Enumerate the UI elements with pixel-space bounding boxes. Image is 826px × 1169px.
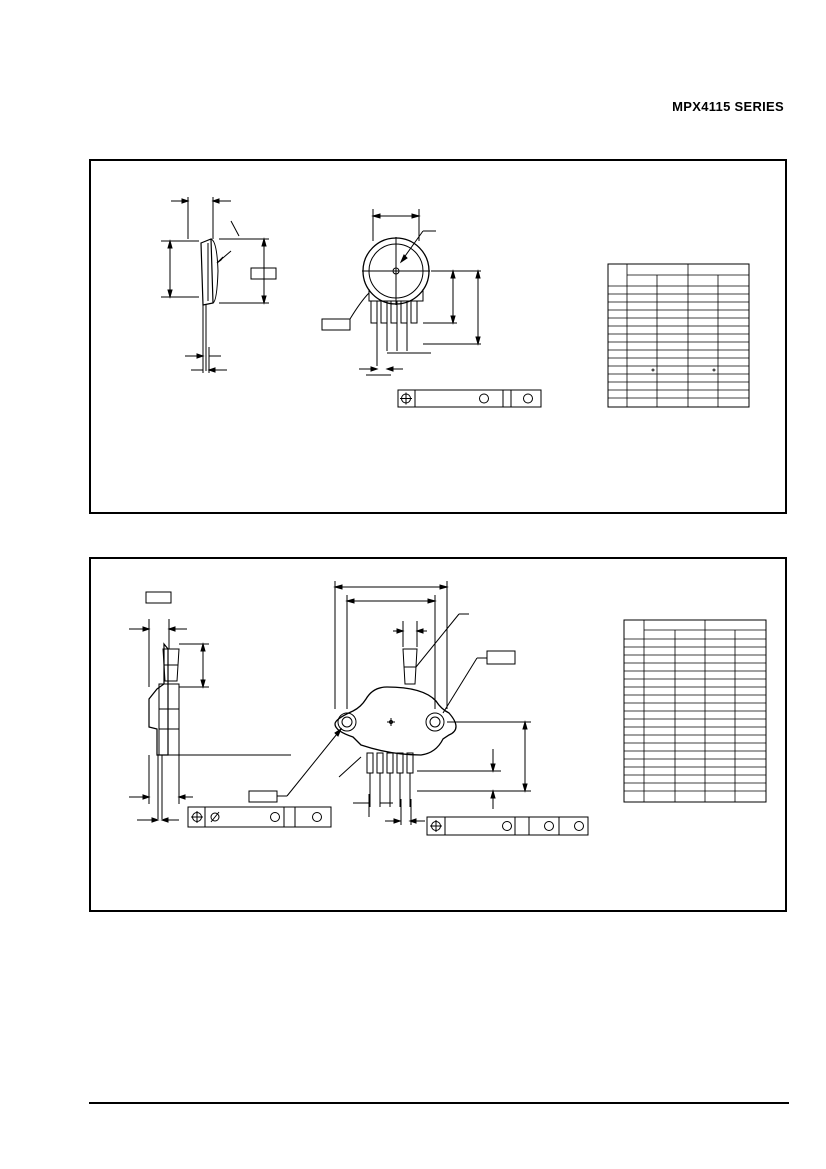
footer-rule: [89, 1102, 789, 1104]
dimension-table-1: [607, 263, 750, 408]
side-view-1: [161, 197, 277, 373]
package-drawing-2: [129, 581, 767, 836]
package-drawing-1: [161, 197, 750, 408]
front-view-1: [321, 209, 481, 376]
feature-control-frame-2a: [187, 806, 332, 828]
package-drawing-frame-2: [89, 557, 787, 912]
front-view-2: [248, 581, 531, 825]
side-view-2: [129, 591, 291, 823]
series-title: MPX4115 SERIES: [672, 99, 784, 114]
feature-control-frame-1: [397, 389, 542, 408]
feature-control-frame-2b: [426, 816, 589, 836]
package-drawing-frame-1: [89, 159, 787, 514]
dimension-table-2: [623, 619, 767, 803]
